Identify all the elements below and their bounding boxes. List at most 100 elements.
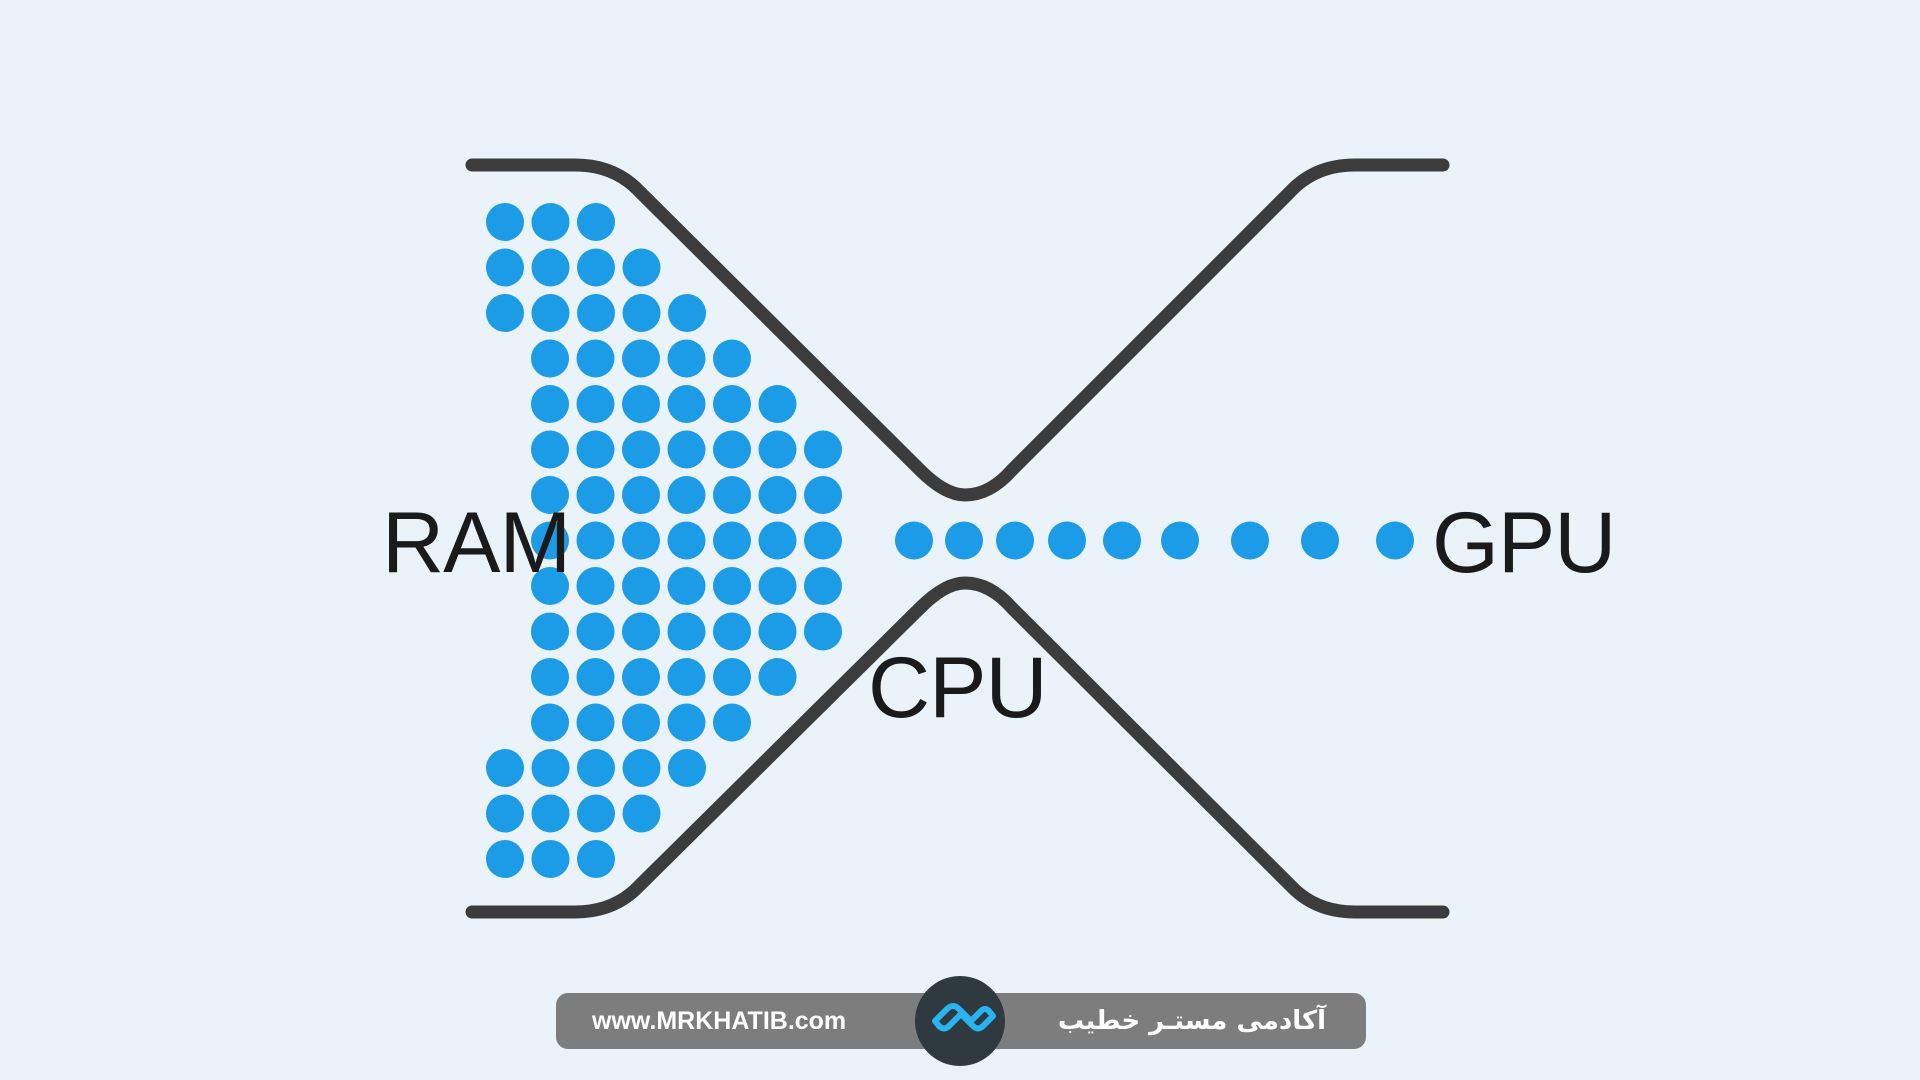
ram-data-dot [531,612,569,651]
ram-data-dot [576,658,615,696]
ram-data-dot [577,794,615,833]
ram-data-dot [758,385,797,423]
ram-data-dot [713,476,751,514]
ram-data-dot [531,794,570,833]
ram-data-dot [804,430,842,469]
ram-data-dot [713,430,751,469]
ram-data-dot [622,430,660,469]
pipe-data-dot [1376,521,1414,560]
ram-data-dot [667,703,706,742]
cpu-label: CPU [868,640,1048,736]
ram-data-dot [667,339,706,378]
infinity-logo-icon [915,976,1005,1066]
ram-data-dot [758,521,797,560]
ram-data-dot [486,248,524,287]
ram-data-dot [758,430,797,469]
ram-data-dot [758,476,797,514]
ram-data-dot [576,476,615,514]
ram-data-dot [576,385,615,423]
funnel-outline [465,158,1450,919]
ram-data-dot [531,339,569,378]
ram-data-dot [531,430,569,469]
ram-data-dot [531,294,570,332]
ram-data-dot [577,248,615,287]
pipe-data-dot [895,521,933,560]
ram-data-dot [576,430,615,469]
ram-data-dot [622,521,660,560]
ram-data-dot [758,612,797,651]
ram-data-dot [622,476,660,514]
ram-data-dot [531,476,569,514]
ram-data-dot [531,567,569,605]
ram-data-dot [577,203,615,241]
ram-data-dot [713,658,751,696]
ram-data-dot [622,612,660,651]
ram-data-dot [713,567,751,605]
ram-data-dot [622,248,661,287]
ram-data-dot [713,385,751,423]
ram-data-dot [622,339,660,378]
ram-data-dot [577,749,615,787]
ram-data-dot [667,567,706,605]
ram-data-dot [531,385,569,423]
ram-data-dot [758,567,797,605]
ram-data-dot [577,294,615,332]
gpu-label: GPU [1432,495,1616,591]
ram-data-dot [804,612,842,651]
ram-data-dot [622,703,660,742]
funnel-bottom-wall [465,576,1450,919]
ram-data-dot [531,203,570,241]
ram-data-dot [576,567,615,605]
funnel-top-left-wall [465,158,1450,502]
ram-data-dot [486,294,524,332]
ram-data-dot [531,658,569,696]
ram-data-dot [622,794,661,833]
ram-data-dot [713,612,751,651]
pipe-data-dot [1161,521,1199,560]
ram-data-dot [713,703,751,742]
ram-data-dot [531,703,569,742]
ram-data-dot [486,203,524,241]
pipe-data-dot [945,521,983,560]
ram-data-dot [576,703,615,742]
ram-data-dot [667,430,706,469]
ram-data-dot [622,658,660,696]
ram-data-dot [486,794,524,833]
pipe-data-dot [1048,521,1086,560]
ram-data-dot [667,521,706,560]
ram-data-dot [576,612,615,651]
pipe-data-dot [996,521,1034,560]
ram-data-dot [668,749,706,787]
ram-data-dot [576,339,615,378]
watermark-url: www.MRKHATIB.com [592,1007,847,1035]
ram-data-dot [622,567,660,605]
ram-data-dot [577,840,615,878]
ram-data-dot [531,840,570,878]
ram-data-dot [486,749,524,787]
ram-data-dot [622,385,660,423]
ram-data-dot [531,749,570,787]
ram-data-dot [713,521,751,560]
ram-data-dot [486,840,524,878]
ram-label: RAM [382,495,571,591]
ram-data-dot [804,521,842,560]
pipe-data-dot [1103,521,1141,560]
ram-data-dot [622,749,661,787]
ram-data-dot [531,248,570,287]
ram-data-dot [804,476,842,514]
pipe-data-dot [1231,521,1269,560]
ram-data-dot [667,658,706,696]
ram-data-dot [667,385,706,423]
ram-data-dot [531,521,569,560]
ram-data-dot [622,294,661,332]
ram-data-dot [804,567,842,605]
ram-data-dot [576,521,615,560]
ram-data-dot [668,294,706,332]
watermark-academy-name: آکادمی مستـر خطیب [1057,1006,1326,1036]
ram-data-dot [713,339,751,378]
data-dots [486,203,1414,878]
ram-data-dot [667,476,706,514]
pipe-data-dot [1301,521,1339,560]
ram-data-dot [758,658,797,696]
